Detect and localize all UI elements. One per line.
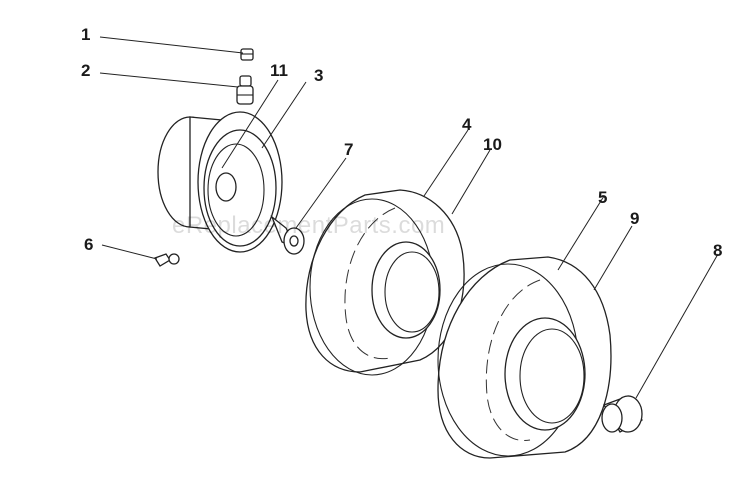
callout-5: 5: [598, 188, 608, 207]
part-bushing: [270, 214, 305, 255]
part-front-tire: [305, 189, 465, 376]
callout-6: 6: [84, 235, 94, 254]
part-grease-fitting: [154, 253, 180, 267]
callout-11: 11: [270, 61, 288, 80]
part-valve-stem: [236, 75, 254, 105]
callout-1: 1: [81, 25, 91, 44]
leader-lines: [99, 36, 719, 399]
callout-9: 9: [630, 209, 640, 228]
callout-10: 10: [483, 135, 502, 154]
callout-7: 7: [344, 140, 354, 159]
part-rear-tire: [437, 256, 612, 459]
watermark-text: eReplacementParts.com: [172, 212, 446, 239]
part-valve-cap: [240, 48, 254, 61]
callout-4: 4: [462, 115, 472, 134]
callout-3: 3: [314, 66, 324, 85]
callout-2: 2: [81, 61, 91, 80]
part-rim: [157, 111, 283, 253]
part-hub-cap: [601, 395, 643, 433]
callout-8: 8: [713, 241, 723, 260]
